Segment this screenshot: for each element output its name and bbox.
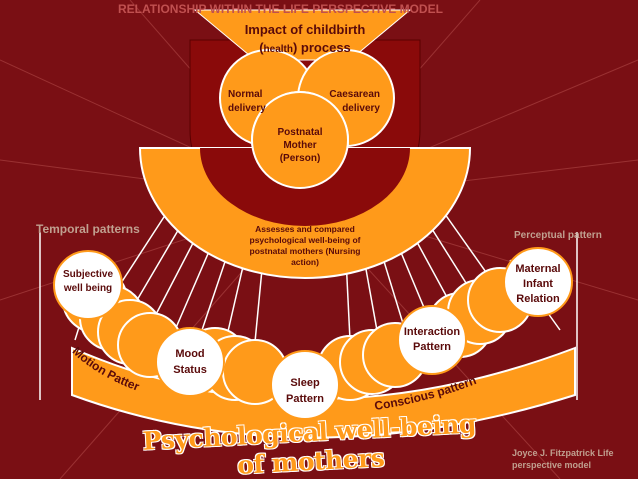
postnatal-mother-label: Postnatal Mother (Person) — [277, 127, 323, 164]
node-maternal-infant-relation — [503, 247, 573, 317]
subjective-well-being-label: Subjective well being — [62, 269, 114, 294]
node-interaction-pattern — [397, 305, 467, 375]
temporal-patterns-label: Temporal patterns — [36, 222, 140, 236]
impact-paren-open: ( — [259, 40, 264, 55]
node-mood-status — [155, 327, 225, 397]
nursing-action-label: Assesses and compared psychological well… — [249, 224, 361, 267]
impact-health: health — [263, 44, 293, 55]
circle-chain — [62, 267, 533, 405]
maternal-infant-relation-label: Maternal Infant Relation — [515, 263, 561, 305]
mood-status-label: Mood Status — [173, 348, 207, 376]
caesarean-delivery-label: Caesarean delivery — [329, 89, 380, 114]
impact-line2: (health) process — [215, 40, 395, 55]
page-title: RELATIONSHIP WITHIN THE LIFE PERSPECTIVE… — [118, 2, 443, 16]
normal-delivery-label: Normal delivery — [228, 89, 266, 114]
node-subjective-well-being — [53, 250, 123, 320]
postnatal-circle-overlay — [251, 91, 349, 189]
impact-line1: Impact of childbirth — [244, 22, 366, 37]
sleep-pattern-label: Sleep Pattern — [286, 377, 324, 405]
impact-process: ) process — [292, 40, 351, 55]
credit-text: Joyce J. Fitzpatrick Life perspective mo… — [512, 448, 614, 470]
perceptual-pattern-label: Perceptual pattern — [514, 230, 602, 241]
interaction-pattern-label: Interaction Pattern — [403, 326, 461, 353]
node-sleep-pattern — [270, 350, 340, 420]
